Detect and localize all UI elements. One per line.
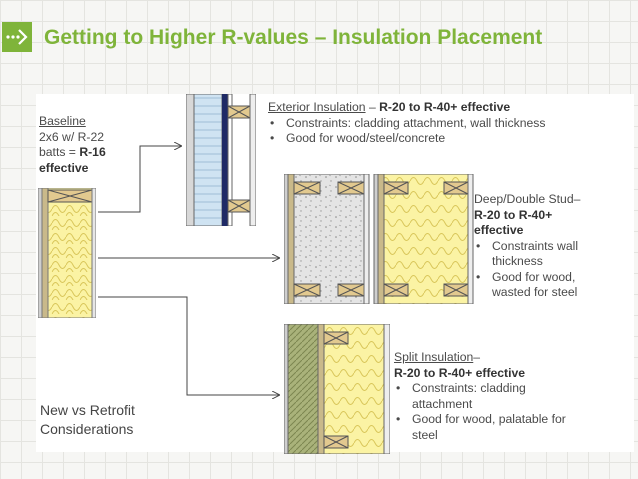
baseline-text: Baseline 2x6 w/ R-22 batts = R-16 effect… xyxy=(39,114,106,176)
baseline-rvalue: R-16 xyxy=(79,145,106,159)
split-separator: – xyxy=(473,350,481,364)
split-heading: Split Insulation– xyxy=(394,350,609,366)
retrofit-note-line1: New vs Retrofit xyxy=(40,402,135,418)
deep-stud-text: Deep/Double Stud– R-20 to R-40+ effectiv… xyxy=(474,192,614,301)
deep-heading: Deep/Double Stud– xyxy=(474,192,614,208)
deep-label: Deep/Double Stud xyxy=(474,192,574,206)
retrofit-note: New vs Retrofit Considerations xyxy=(40,401,135,439)
exterior-wall-diagram xyxy=(185,93,257,227)
list-item-line: attachment xyxy=(412,396,473,411)
exterior-bullets: Constraints: cladding attachment, wall t… xyxy=(268,116,608,147)
exterior-separator: – xyxy=(365,100,380,114)
split-text: Split Insulation– R-20 to R-40+ effectiv… xyxy=(394,350,609,443)
baseline-line1: 2x6 w/ R-22 xyxy=(39,129,105,144)
deep-rvalue-line2: effective xyxy=(474,223,524,237)
split-wall-diagram xyxy=(283,323,391,455)
deep-stud-wall-diagram xyxy=(283,173,474,305)
arrow-to-split xyxy=(98,296,279,395)
page-title: Getting to Higher R-values – Insulation … xyxy=(44,26,543,49)
list-item-line: steel xyxy=(412,427,438,442)
split-rvalue: R-20 to R-40+ effective xyxy=(394,365,526,380)
baseline-label: Baseline xyxy=(39,114,86,128)
list-item-line: Good for wood, palatable for xyxy=(412,412,566,426)
list-item-line: Good for wood, xyxy=(492,269,576,284)
split-label: Split Insulation xyxy=(394,350,474,364)
baseline-line2: batts = R-16 xyxy=(39,145,106,161)
arrow-right-icon xyxy=(2,22,32,52)
list-item: Constraints: cladding attachment, wall t… xyxy=(268,116,608,132)
list-item-line: Constraints: cladding xyxy=(412,381,526,395)
exterior-label: Exterior Insulation xyxy=(268,100,366,114)
arrow-to-exterior xyxy=(98,146,181,213)
deep-separator: – xyxy=(573,192,581,206)
title-bar: Getting to Higher R-values – Insulation … xyxy=(0,18,638,58)
list-item: Good for wood/steel/concrete xyxy=(268,131,608,147)
baseline-line3: effective xyxy=(39,160,89,175)
list-item-line: wasted for steel xyxy=(492,285,578,299)
baseline-wall-diagram xyxy=(37,187,97,319)
exterior-rvalue: R-20 to R-40+ effective xyxy=(379,100,511,114)
list-item: Good for wood,wasted for steel xyxy=(474,270,614,301)
deep-rvalue: R-20 to R-40+ xyxy=(474,207,553,222)
list-item-line: Constraints wall xyxy=(492,238,579,253)
retrofit-note-line2: Considerations xyxy=(40,421,134,437)
exterior-text: Exterior Insulation – R-20 to R-40+ effe… xyxy=(268,100,608,147)
exterior-heading: Exterior Insulation – R-20 to R-40+ effe… xyxy=(268,100,608,116)
baseline-line2-prefix: batts = xyxy=(39,145,80,159)
list-item-line: thickness xyxy=(492,254,543,268)
